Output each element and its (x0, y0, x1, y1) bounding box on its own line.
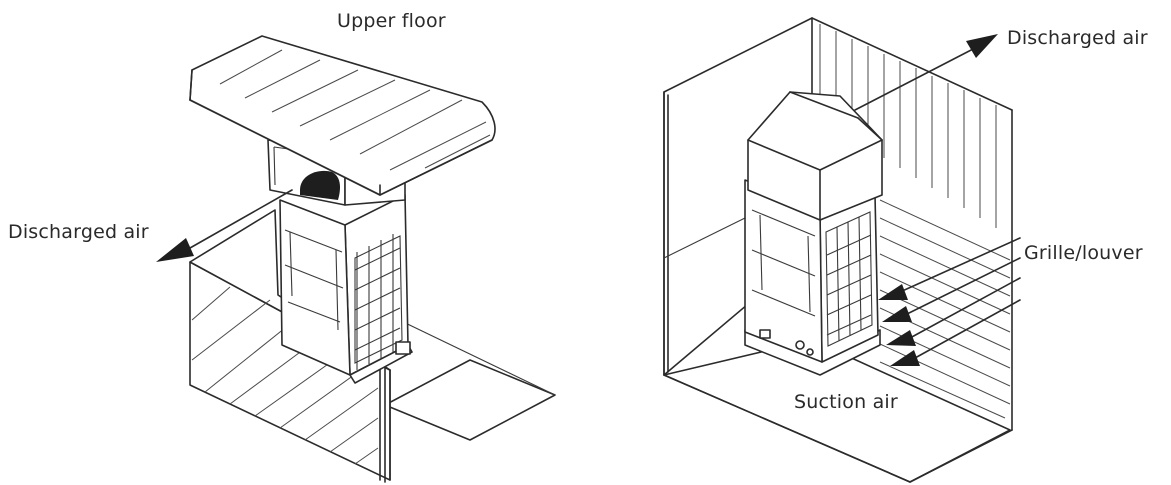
suction-air-label: Suction air (794, 391, 898, 413)
left-ground (384, 359, 556, 441)
fan-icon (300, 170, 340, 200)
left-scene (156, 35, 556, 483)
upper-floor-slab (189, 35, 496, 196)
left-discharged-air-label: Discharged air (8, 221, 149, 243)
right-discharged-air-label: Discharged air (1007, 27, 1148, 49)
right-room (663, 17, 1013, 483)
left-outdoor-unit (267, 139, 413, 384)
right-scene (663, 17, 1021, 483)
left-discharge-arrow (156, 189, 293, 262)
upper-floor-label: Upper floor (337, 10, 446, 32)
left-ground-edge (394, 317, 556, 396)
right-discharge-arrow (854, 34, 998, 111)
right-outdoor-unit (744, 91, 883, 376)
grille-louver-label: Grille/louver (1024, 242, 1143, 264)
suction-air-arrows (878, 237, 1021, 366)
